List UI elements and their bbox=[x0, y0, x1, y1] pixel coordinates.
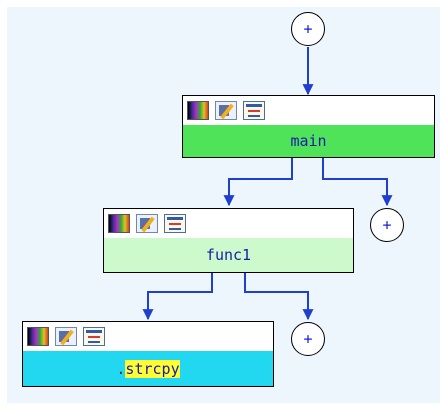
edit-icon[interactable] bbox=[215, 101, 237, 120]
edge-func1-to-strcpy bbox=[142, 273, 213, 321]
graph-view-icon[interactable] bbox=[83, 327, 105, 346]
node-func1[interactable]: func1 bbox=[103, 208, 354, 273]
edge-main-to-func1 bbox=[223, 158, 293, 207]
node-func1-label: func1 bbox=[205, 246, 252, 264]
node-strcpy-prefix: . bbox=[116, 359, 126, 378]
expand-main-callees-button[interactable]: + bbox=[370, 208, 404, 242]
palette-icon[interactable] bbox=[187, 101, 209, 120]
graph-view-icon[interactable] bbox=[243, 101, 265, 120]
node-toolbar bbox=[23, 322, 273, 352]
node-main[interactable]: main bbox=[182, 95, 435, 158]
expand-callers-button[interactable]: + bbox=[291, 12, 325, 46]
expand-func1-callees-button[interactable]: + bbox=[291, 322, 325, 356]
node-func1-body: func1 bbox=[104, 238, 353, 272]
palette-icon[interactable] bbox=[108, 214, 130, 233]
node-strcpy-label: strcpy bbox=[125, 359, 180, 378]
node-toolbar bbox=[104, 209, 353, 239]
palette-icon[interactable] bbox=[27, 327, 49, 346]
edit-icon[interactable] bbox=[136, 214, 158, 233]
graph-view-icon[interactable] bbox=[164, 214, 186, 233]
node-main-body: main bbox=[183, 125, 434, 157]
node-strcpy[interactable]: .strcpy bbox=[22, 321, 274, 387]
node-main-label: main bbox=[290, 132, 327, 150]
node-strcpy-body: .strcpy bbox=[23, 351, 273, 386]
edit-icon[interactable] bbox=[55, 327, 77, 346]
edge-func1-to-expand bbox=[244, 273, 314, 321]
node-toolbar bbox=[183, 96, 434, 126]
edge-main-to-expand bbox=[322, 158, 393, 207]
